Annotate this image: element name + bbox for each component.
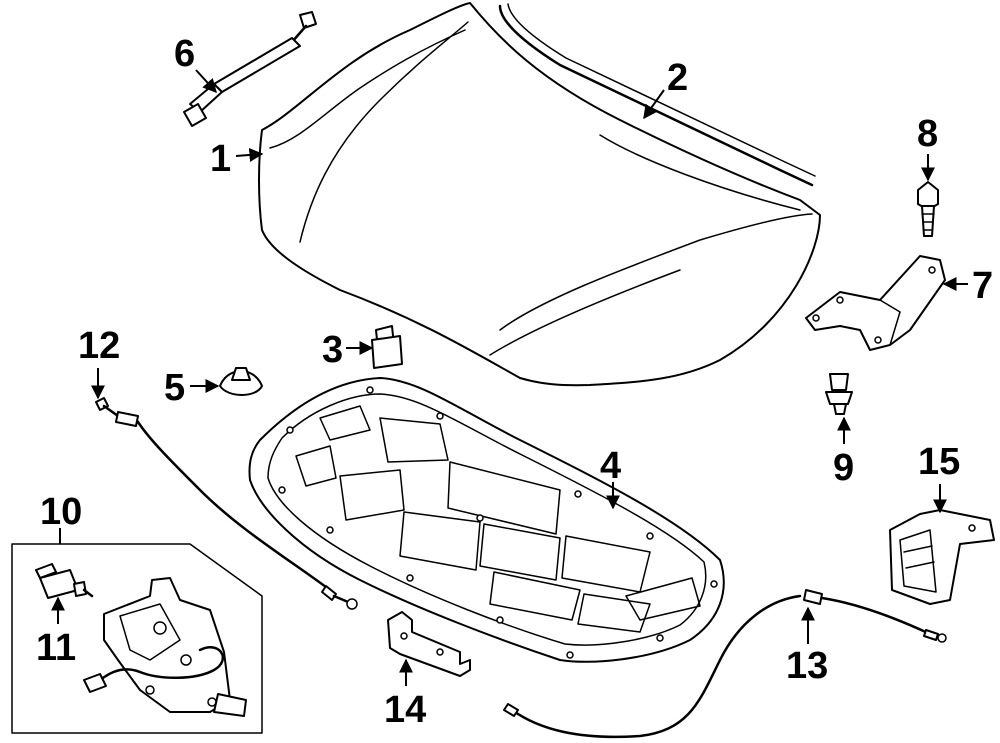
insulator-clip bbox=[219, 367, 263, 396]
hood-insulator bbox=[248, 377, 725, 663]
hood-lift-strut bbox=[183, 11, 317, 127]
callout-14-label: 14 bbox=[384, 689, 426, 731]
side-seal bbox=[889, 509, 995, 605]
release-cable-upper bbox=[95, 397, 358, 610]
callout-1-leader bbox=[235, 147, 264, 162]
callout-7-label: 7 bbox=[972, 265, 993, 307]
callout-2-label: 2 bbox=[667, 57, 688, 99]
hinge-bolt bbox=[917, 181, 939, 237]
hood-weatherstrip bbox=[498, 3, 816, 187]
callout-4-label: 4 bbox=[600, 445, 621, 487]
latch-bracket bbox=[387, 611, 471, 677]
callout-11-label: 11 bbox=[36, 627, 76, 669]
callout-10-label: 10 bbox=[40, 491, 82, 533]
callout-3-label: 3 bbox=[322, 329, 343, 371]
callout-15-label: 15 bbox=[918, 441, 960, 483]
hood-bumper bbox=[371, 325, 403, 369]
hinge-stud bbox=[825, 373, 853, 415]
callout-2-leader bbox=[643, 89, 665, 120]
hood-latch-assembly bbox=[11, 543, 263, 734]
hood-panel bbox=[258, 2, 821, 387]
hood-hinge bbox=[805, 255, 946, 351]
release-cable-lower bbox=[503, 589, 947, 739]
callout-6-leader bbox=[195, 69, 217, 94]
callout-12-label: 12 bbox=[78, 325, 120, 367]
callout-1-label: 1 bbox=[210, 138, 231, 180]
callout-9-label: 9 bbox=[833, 447, 854, 489]
callout-8-label: 8 bbox=[917, 113, 938, 155]
callout-13-label: 13 bbox=[786, 645, 828, 687]
callout-6-label: 6 bbox=[174, 33, 195, 75]
callouts: 1 2 3 4 5 6 7 8 9 10 11 12 13 bbox=[36, 33, 993, 731]
callout-5-label: 5 bbox=[164, 367, 185, 409]
